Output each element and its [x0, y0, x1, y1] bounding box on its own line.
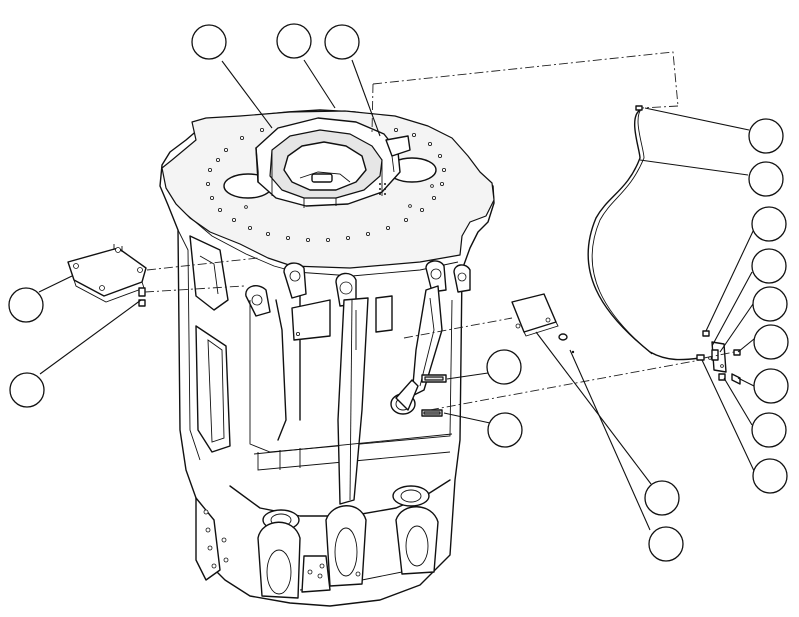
- callout-balloon: [752, 286, 788, 322]
- callout-balloon: [276, 23, 312, 59]
- callout-balloon: [751, 248, 787, 284]
- assembly-axis-lines: [144, 51, 735, 411]
- callout-balloons: [8, 23, 789, 562]
- callout-balloon: [324, 24, 360, 60]
- connector-fittings: [696, 330, 741, 385]
- main-housing: [159, 109, 495, 607]
- jaw-lugs: [257, 505, 439, 599]
- sensor-hose-assembly: [587, 105, 741, 385]
- mounting-ears: [245, 260, 471, 317]
- callout-balloon: [753, 324, 789, 360]
- callout-balloon: [486, 349, 522, 385]
- right-cover-plate: [511, 293, 575, 354]
- callout-balloon: [8, 287, 44, 323]
- top-plate-bolt-holes: [205, 127, 446, 242]
- octagonal-socket: [255, 117, 411, 208]
- socket-hole-grid: [379, 183, 386, 195]
- left-cover-plate: [67, 244, 147, 307]
- callout-balloon: [753, 368, 789, 404]
- nameplate-labels: [421, 374, 447, 417]
- callout-balloon: [648, 526, 684, 562]
- callout-balloon: [191, 24, 227, 60]
- lever-knob: [390, 379, 419, 415]
- callout-balloon: [751, 206, 787, 242]
- callout-balloon: [752, 458, 788, 494]
- callout-balloon: [748, 161, 784, 197]
- leader-lines: [38, 59, 756, 531]
- callout-balloon: [9, 372, 45, 408]
- callout-balloon: [748, 118, 784, 154]
- callout-balloon: [644, 480, 680, 516]
- callout-balloon: [487, 412, 523, 448]
- left-lug-holes: [203, 509, 229, 569]
- callout-balloon: [751, 412, 787, 448]
